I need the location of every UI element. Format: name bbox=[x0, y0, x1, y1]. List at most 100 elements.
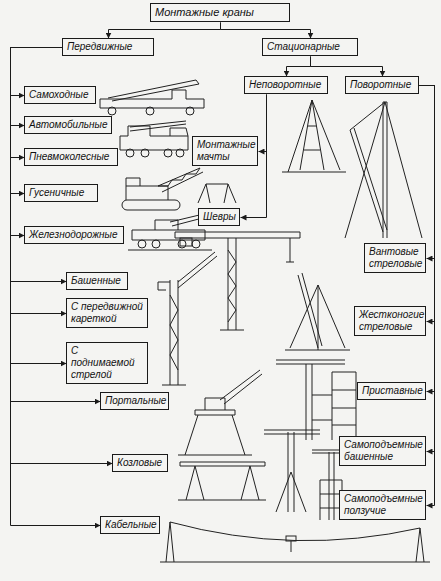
cable bbox=[170, 522, 420, 541]
gantry-beam bbox=[180, 462, 265, 466]
category-box: Стационарные bbox=[262, 38, 358, 56]
category-box: Монтажные мачты bbox=[192, 136, 258, 166]
ground-line bbox=[282, 172, 346, 173]
attached-crane bbox=[276, 360, 356, 440]
connector-line bbox=[259, 95, 267, 152]
cable-crane bbox=[160, 522, 430, 562]
category-box: Пневмоколесные bbox=[24, 148, 118, 166]
rail bbox=[178, 500, 266, 501]
box-label: Самоходные bbox=[29, 89, 91, 101]
portal bbox=[185, 410, 245, 455]
trolley bbox=[286, 536, 296, 541]
connector-line bbox=[221, 23, 311, 39]
category-box: Приставные bbox=[357, 382, 426, 400]
wheel bbox=[186, 107, 194, 115]
jib bbox=[264, 430, 320, 434]
wheel bbox=[126, 149, 134, 157]
stiff-leg-derrick bbox=[285, 273, 350, 350]
tower-mast bbox=[228, 238, 236, 330]
connector-line bbox=[311, 57, 383, 77]
ground-line bbox=[160, 562, 430, 563]
category-box: Автомобильные bbox=[24, 116, 112, 134]
box-label: Приставные bbox=[362, 385, 421, 397]
gantry-legs bbox=[186, 466, 259, 500]
crane-body bbox=[126, 178, 168, 200]
box-label: Неповоротные bbox=[249, 79, 323, 91]
box-label: Башенные bbox=[71, 275, 123, 287]
luffing-tower-crane bbox=[158, 252, 217, 385]
guy-line bbox=[345, 102, 422, 238]
box-label: Стационарные bbox=[267, 41, 353, 53]
wheel bbox=[141, 149, 149, 157]
climbing-crane bbox=[312, 450, 342, 520]
crawler-track bbox=[122, 200, 180, 210]
base bbox=[220, 330, 244, 331]
mast bbox=[290, 285, 345, 350]
jib bbox=[312, 450, 340, 453]
category-box: Поворотные bbox=[345, 76, 419, 94]
cable-mast bbox=[166, 522, 174, 562]
wheel bbox=[176, 149, 184, 157]
box-label: Гусеничные bbox=[29, 187, 93, 199]
ground-line bbox=[178, 455, 252, 456]
category-box: Шевры bbox=[198, 208, 240, 226]
truck-cab bbox=[170, 128, 188, 136]
box-label: Кабельные bbox=[105, 519, 155, 531]
box-label: Монтажные мачты bbox=[197, 139, 253, 163]
connector-line bbox=[420, 86, 435, 322]
jib bbox=[276, 360, 345, 364]
base bbox=[162, 385, 186, 386]
connector-line bbox=[11, 48, 63, 236]
guyed-derrick bbox=[345, 102, 422, 238]
hammerhead-tower-crane bbox=[175, 232, 300, 330]
box-label: С передвижной кареткой bbox=[71, 301, 143, 325]
guy-line bbox=[288, 100, 340, 172]
truck-body bbox=[120, 126, 188, 150]
hook-line bbox=[291, 541, 292, 552]
box-label: Пневмоколесные bbox=[29, 151, 113, 163]
box-label: Автомобильные bbox=[29, 119, 107, 131]
counterweight bbox=[180, 238, 192, 246]
building bbox=[332, 372, 356, 440]
box-label: Железнодорожные bbox=[29, 229, 119, 241]
portal-crane bbox=[178, 370, 262, 455]
ground-line bbox=[285, 350, 350, 351]
rail-car bbox=[132, 220, 205, 240]
wheel bbox=[108, 107, 116, 115]
box-label: Самоподъемные ползучие bbox=[344, 493, 421, 517]
mast bbox=[383, 102, 387, 238]
connector-line bbox=[11, 48, 113, 464]
category-box: Гусеничные bbox=[24, 184, 98, 202]
crane-boom bbox=[220, 370, 262, 404]
tower-mast bbox=[306, 364, 332, 440]
tower-mast bbox=[170, 280, 178, 385]
pneumatic-crane bbox=[120, 121, 188, 157]
connector-line bbox=[109, 23, 221, 39]
connector-line bbox=[420, 86, 435, 259]
category-box: Самоподъемные ползучие bbox=[339, 490, 426, 520]
category-box: Башенные bbox=[66, 272, 128, 290]
category-box: Передвижные bbox=[62, 38, 154, 56]
hook-line bbox=[286, 238, 294, 262]
lattice-boom bbox=[158, 168, 203, 192]
wheel bbox=[146, 107, 154, 115]
box-label: Самоподъемные башенные bbox=[344, 439, 421, 463]
crane-boom bbox=[108, 80, 199, 101]
wheel bbox=[178, 240, 186, 248]
category-box: С передвижной кареткой bbox=[66, 298, 148, 328]
wheel bbox=[152, 240, 160, 248]
box-label: С поднимаемой стрелой bbox=[71, 345, 143, 381]
self-raising-tower-crane bbox=[264, 430, 320, 512]
box-label: Поворотные bbox=[350, 79, 414, 91]
category-box: Самоходные bbox=[24, 86, 96, 104]
category-box: Неповоротные bbox=[244, 76, 328, 94]
connector-line bbox=[420, 86, 435, 392]
jib bbox=[175, 232, 300, 238]
shear-frame bbox=[198, 184, 236, 203]
category-box: Монтажные краны bbox=[150, 3, 290, 22]
category-box: Кабельные bbox=[100, 516, 160, 534]
counter-jib bbox=[158, 282, 170, 290]
gantry-crane bbox=[178, 462, 266, 500]
erection-mast bbox=[282, 100, 346, 172]
